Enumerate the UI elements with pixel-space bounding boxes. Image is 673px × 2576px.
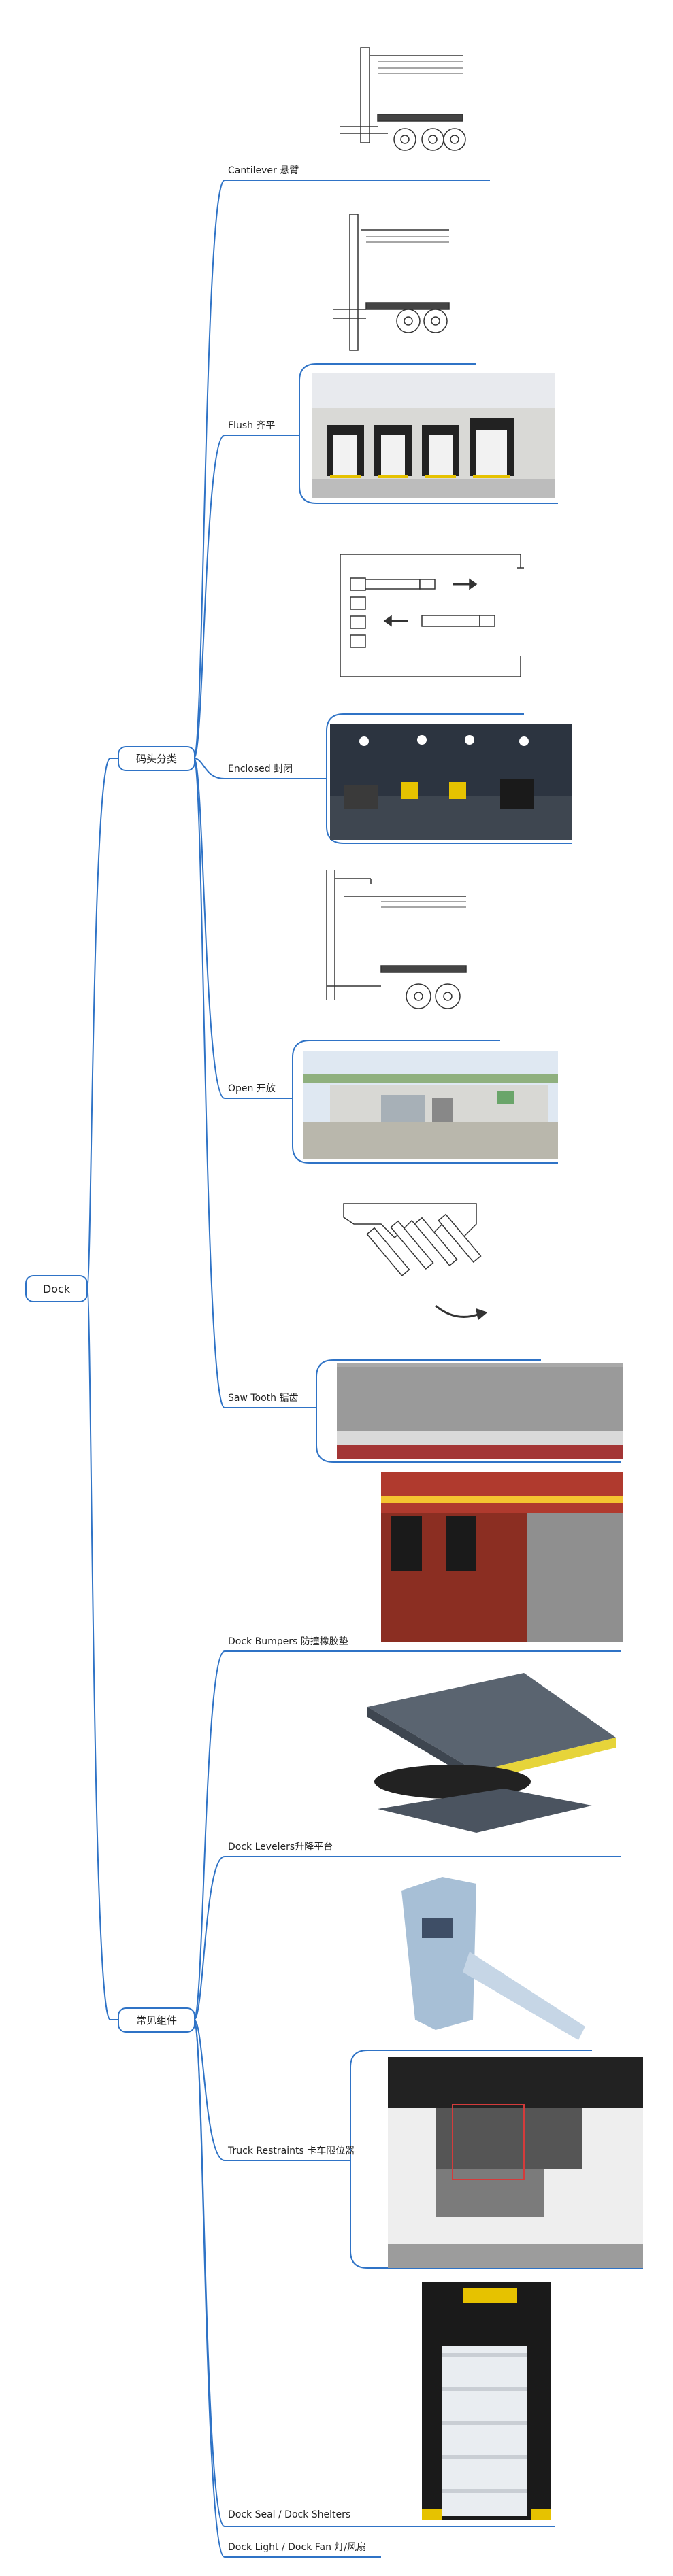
branch-components-label: 常见组件 xyxy=(135,2014,177,2027)
connector-lines xyxy=(86,180,643,2558)
sawtooth-drawing xyxy=(343,1203,488,1321)
cantilever-drawing xyxy=(340,47,466,151)
node-truck-restraints[interactable]: Truck Restraints 卡车限位器 xyxy=(228,2146,355,2156)
leveler-photo xyxy=(367,1673,616,1833)
flush-drawing xyxy=(333,214,450,351)
node-dock-bumpers[interactable]: Dock Bumpers 防撞橡胶垫 xyxy=(228,1636,348,1647)
root-node[interactable]: Dock xyxy=(25,1275,88,1302)
sawtooth-photo xyxy=(337,1363,623,1459)
node-cantilever[interactable]: Cantilever 悬臂 xyxy=(228,165,299,176)
open-photo xyxy=(303,1051,558,1159)
restraint-photo xyxy=(401,1877,585,2040)
enclosed-drawing xyxy=(340,554,524,677)
dock-seal-photo xyxy=(422,2282,551,2520)
truck-restraint-photo xyxy=(388,2057,643,2268)
bumpers-photo xyxy=(381,1472,623,1642)
node-open[interactable]: Open 开放 xyxy=(228,1083,276,1094)
node-dock-levelers[interactable]: Dock Levelers升降平台 xyxy=(228,1842,333,1852)
branch-dock-types-label: 码头分类 xyxy=(135,753,177,765)
open-drawing xyxy=(326,870,467,1009)
node-enclosed[interactable]: Enclosed 封闭 xyxy=(228,764,293,775)
node-saw-tooth[interactable]: Saw Tooth 锯齿 xyxy=(228,1393,299,1404)
root-label: Dock xyxy=(42,1282,71,1295)
node-dock-light[interactable]: Dock Light / Dock Fan 灯/风扇 xyxy=(228,2542,367,2553)
flush-photo xyxy=(312,373,555,498)
enclosed-photo xyxy=(330,724,572,840)
node-flush[interactable]: Flush 齐平 xyxy=(228,420,276,431)
branch-dock-types[interactable]: 码头分类 xyxy=(118,746,195,771)
branch-components[interactable]: 常见组件 xyxy=(118,2007,195,2033)
node-dock-seal[interactable]: Dock Seal / Dock Shelters xyxy=(228,2509,351,2520)
